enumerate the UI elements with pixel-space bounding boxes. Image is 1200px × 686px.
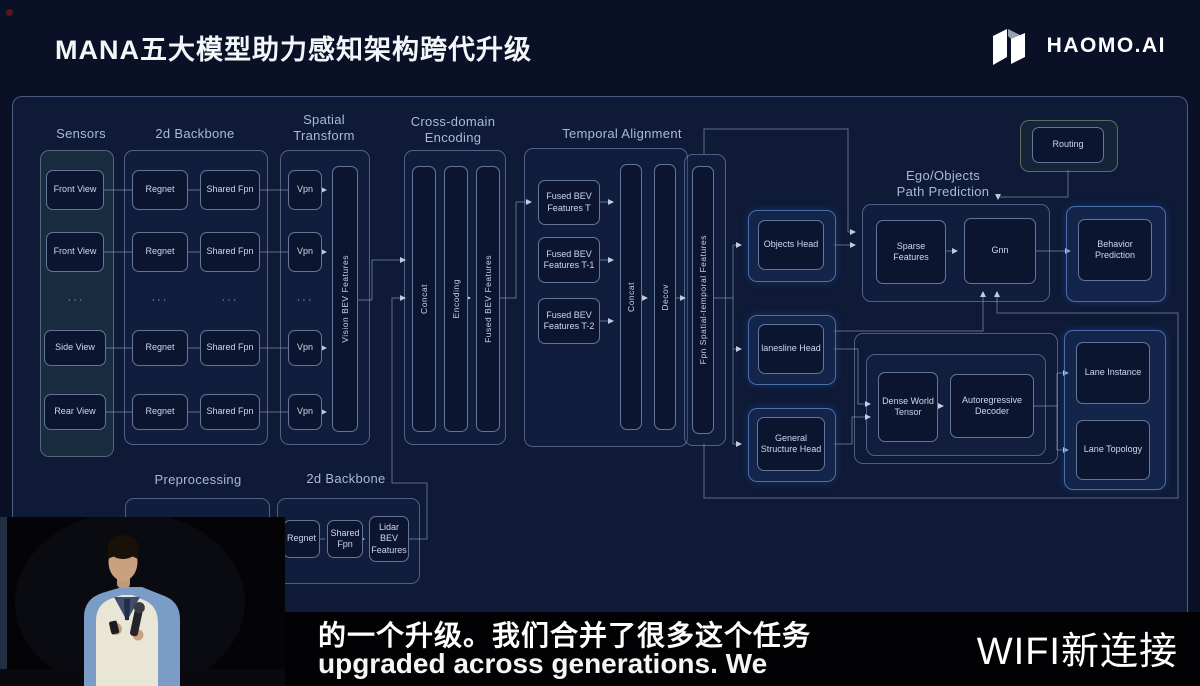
subtitle-english: upgraded across generations. We [318,648,768,679]
box-routing: Routing [1032,127,1104,163]
box-shared-fpn-1: Shared Fpn [200,170,260,210]
box-decov: Decov [654,164,676,430]
box-regnet-3: Regnet [132,330,188,366]
box-fpn-spatial-temporal: Fpn Spatial-temporal Features [692,166,714,434]
ellipsis-vpn: ··· [296,294,314,306]
box-shared-fpn-2: Shared Fpn [200,232,260,272]
box-regnet-2: Regnet [132,232,188,272]
box-regnet-4: Regnet [132,394,188,430]
haomo-logo-icon [992,29,1025,65]
box-lane-topology: Lane Topology [1076,420,1150,480]
brand-name: HAOMO.AI [1046,34,1166,57]
box-lane-instance: Lane Instance [1076,342,1150,404]
box-fused-bev-t: Fused BEV Features T [538,180,600,225]
box-dense-world-tensor: Dense World Tensor [878,372,938,442]
box-fused-bev-t2: Fused BEV Features T-2 [538,298,600,344]
box-shared-fpn-3: Shared Fpn [200,330,260,366]
label-temporal-alignment: Temporal Alignment [562,126,682,141]
box-fused-bev-features: Fused BEV Features [476,166,500,432]
box-vpn-2: Vpn [288,232,322,272]
box-concat-temporal: Concat [620,164,642,430]
box-lidar-bev-features: Lidar BEV Features [369,516,409,562]
box-vpn-4: Vpn [288,394,322,430]
box-shared-fpn-lidar: Shared Fpn [327,520,363,558]
ellipsis-shared-fpn: ··· [221,294,239,306]
ellipsis-regnet: ··· [151,294,169,306]
slide-title: MANA五大模型助力感知架构跨代升级 [55,35,532,65]
box-vpn-1: Vpn [288,170,322,210]
label-preprocessing: Preprocessing [154,472,242,487]
ellipsis-sensors: ··· [67,294,85,306]
box-behavior-prediction: Behavior Prediction [1078,219,1152,281]
box-front-view-1: Front View [46,170,104,210]
box-gnn: Gnn [964,218,1036,284]
box-lanesline-head: lanesline Head [758,324,824,374]
box-fused-bev-t1: Fused BEV Features T-1 [538,237,600,283]
box-encoding: Encoding [444,166,468,432]
box-concat-cross: Concat [412,166,436,432]
box-side-view: Side View [44,330,106,366]
box-objects-head: Objects Head [758,220,824,270]
box-regnet-lidar: Regnet [283,520,320,558]
box-rear-view: Rear View [44,394,106,430]
box-regnet-1: Regnet [132,170,188,210]
box-vpn-3: Vpn [288,330,322,366]
box-front-view-2: Front View [46,232,104,272]
label-2d-backbone-lidar: 2d Backbone [306,471,386,486]
box-vision-bev-features: Vision BEV Features [332,166,358,432]
brand-logo: HAOMO.AI [989,26,1166,66]
subtitle-chinese: 的一个升级。我们合并了很多这个任务 [318,620,812,651]
speaker-video-inset [0,517,285,686]
box-general-structure-head: General Structure Head [757,417,825,471]
box-sparse-features: Sparse Features [876,220,946,284]
label-sensors: Sensors [56,126,106,141]
speaker-illustration [0,517,285,686]
box-shared-fpn-4: Shared Fpn [200,394,260,430]
watermark: WIFI新连接 [976,631,1178,673]
label-2d-backbone: 2d Backbone [155,126,235,141]
record-dot-icon [6,9,13,16]
box-autoregressive-decoder: Autoregressive Decoder [950,374,1034,438]
